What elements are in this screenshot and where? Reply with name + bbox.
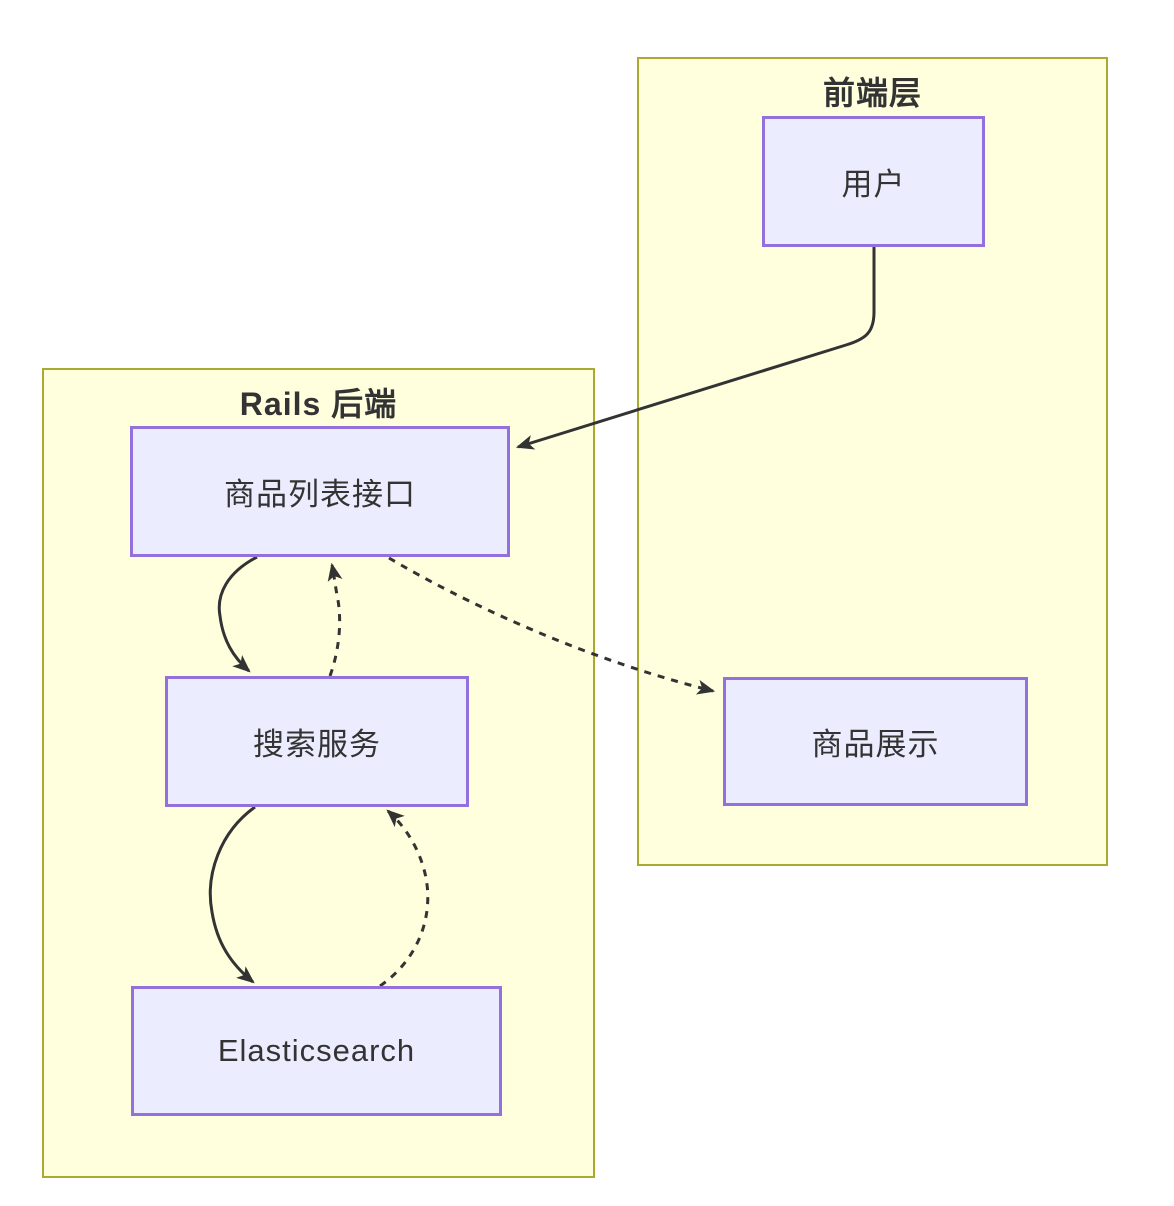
- node-search-service-label: 搜索服务: [253, 727, 381, 762]
- node-user: 用户: [762, 116, 985, 247]
- node-search-service: 搜索服务: [165, 676, 469, 807]
- node-product-list-api: 商品列表接口: [130, 426, 510, 557]
- cluster-rails-backend-title: Rails 后端: [239, 386, 398, 422]
- node-product-display: 商品展示: [723, 677, 1028, 806]
- node-elasticsearch: Elasticsearch: [131, 986, 502, 1116]
- node-product-display-label: 商品展示: [811, 727, 940, 762]
- node-product-list-api-label: 商品列表接口: [224, 477, 416, 512]
- cluster-frontend-title: 前端层: [822, 75, 922, 111]
- node-user-label: 用户: [841, 167, 906, 202]
- node-elasticsearch-label: Elasticsearch: [217, 1033, 416, 1068]
